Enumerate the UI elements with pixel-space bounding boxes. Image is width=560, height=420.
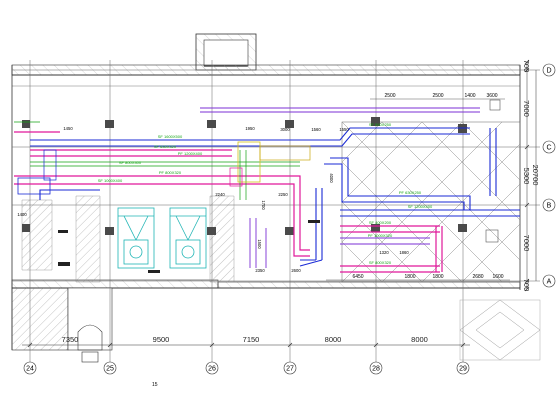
bottom-axis-bubbles: 24 25 26 27 28 29 bbox=[23, 361, 470, 375]
duct-size-label: PF 1000X320 bbox=[368, 233, 393, 238]
duct-size-label: PF 1200X400 bbox=[178, 151, 203, 156]
axis-bubble bbox=[23, 361, 37, 375]
bottom-dimension: 7150 bbox=[243, 335, 260, 344]
axis-bubble-label: C bbox=[546, 145, 551, 152]
plan-dimension: 1500 bbox=[257, 239, 262, 249]
plan-dimension: 1950 bbox=[245, 126, 255, 131]
axis-bubble-label: 27 bbox=[286, 366, 294, 373]
lower-dimension: 6450 bbox=[352, 274, 363, 280]
bottom-dimension: 8000 bbox=[325, 335, 342, 344]
top-dimension: 3600 bbox=[486, 93, 497, 99]
duct-size-label: SF 500X250 bbox=[369, 122, 392, 127]
right-dimension: 5300 bbox=[522, 168, 531, 185]
top-dimension-row: 2500 2500 1400 3600 bbox=[370, 93, 505, 100]
top-shaft bbox=[195, 33, 257, 71]
axis-bubble-label: 24 bbox=[26, 366, 34, 373]
plan-dimension: 2600 bbox=[291, 268, 301, 273]
lower-dimension: 1800 bbox=[404, 274, 415, 280]
axis-bubble bbox=[542, 63, 556, 77]
lower-dimension: 1800 bbox=[432, 274, 443, 280]
lower-right-symbol bbox=[459, 299, 541, 361]
right-axis-bubbles: D C B A bbox=[542, 63, 556, 288]
plan-dimension: 2240 bbox=[215, 192, 225, 197]
duct-size-label: SF 630X320 bbox=[154, 144, 177, 149]
axis-bubble-label: 25 bbox=[106, 366, 114, 373]
air-handling-units bbox=[117, 207, 207, 269]
right-dimension: 700 bbox=[522, 279, 531, 292]
bottom-dimension: 7350 bbox=[62, 335, 79, 344]
lower-dimension: 1600 bbox=[492, 274, 503, 280]
plan-dimension: 2250 bbox=[278, 192, 288, 197]
right-dimension: 700 bbox=[522, 60, 531, 73]
supply-ducts bbox=[30, 127, 520, 267]
green-pipes bbox=[14, 121, 300, 200]
plan-dimension: 1550 bbox=[339, 127, 349, 132]
axis-bubble-label: B bbox=[547, 203, 552, 210]
axis-bubble-label: 29 bbox=[459, 366, 467, 373]
bottom-dimension-row: 7350 9500 7150 8000 8000 bbox=[22, 335, 470, 348]
plan-dimension: 3000 bbox=[280, 127, 290, 132]
lower-dimension: 2680 bbox=[472, 274, 483, 280]
axis-bubble bbox=[103, 361, 117, 375]
duct-size-label: SF 1200X400 bbox=[408, 204, 433, 209]
bottom-dimension: 8000 bbox=[411, 335, 428, 344]
plan-dimension: 2350 bbox=[255, 268, 265, 273]
plan-dimension: 1700 bbox=[261, 200, 266, 210]
top-dimension: 2500 bbox=[432, 93, 443, 99]
plan-dimension: 4000 bbox=[329, 173, 334, 183]
plan-dimension: 1560 bbox=[311, 127, 321, 132]
hatched-areas bbox=[21, 195, 235, 283]
axis-grid-horizontal bbox=[12, 69, 540, 282]
bottom-dimension: 9500 bbox=[153, 335, 170, 344]
plan-dimension: 1450 bbox=[63, 126, 73, 131]
top-dimension: 1400 bbox=[464, 93, 475, 99]
axis-bubble bbox=[283, 361, 297, 375]
room-tags bbox=[58, 220, 320, 273]
axis-bubble-label: D bbox=[546, 68, 551, 75]
axis-bubble bbox=[369, 361, 383, 375]
axis-grid-vertical bbox=[29, 60, 464, 365]
lower-fixture bbox=[77, 324, 103, 363]
plan-dimension: 1860 bbox=[399, 250, 409, 255]
duct-size-label: PF 630X250 bbox=[399, 190, 422, 195]
axis-bubble-label: A bbox=[547, 279, 552, 286]
axis-bubble-label: 28 bbox=[372, 366, 380, 373]
duct-size-label: SF 800X400 bbox=[119, 160, 142, 165]
duct-size-label: SF 1000X400 bbox=[98, 178, 123, 183]
plan-dimension-labels: 1950 3000 1560 1550 2250 2240 1450 2350 2600 4000… bbox=[17, 126, 409, 273]
axis-bubble bbox=[542, 198, 556, 212]
return-ducts bbox=[200, 107, 480, 268]
duct-size-label: SF 800X320 bbox=[369, 260, 392, 265]
duct-size-label: PF 800X320 bbox=[159, 170, 182, 175]
axis-bubble-label: 26 bbox=[208, 366, 216, 373]
axis-bubble bbox=[542, 140, 556, 154]
right-dimension: 7000 bbox=[522, 235, 531, 252]
plan-dimension: 1400 bbox=[17, 212, 27, 217]
right-dimension: 7000 bbox=[522, 100, 531, 117]
axis-bubble bbox=[205, 361, 219, 375]
right-total-dimension: 20700 bbox=[531, 165, 540, 186]
right-dimension-column: 700 7000 5300 7000 700 20700 bbox=[522, 60, 540, 292]
bottom-note: 15 bbox=[152, 382, 158, 388]
lower-dimension-row: 6450 1800 1800 2680 1600 bbox=[326, 274, 510, 281]
plan-dimension: 1320 bbox=[379, 250, 389, 255]
top-dimension: 2500 bbox=[384, 93, 395, 99]
duct-size-label: SF 1600X500 bbox=[158, 134, 183, 139]
equipment-blocks bbox=[17, 99, 501, 243]
axis-bubble bbox=[542, 274, 556, 288]
duct-size-label: SF 400X200 bbox=[369, 220, 392, 225]
exhaust-ducts bbox=[14, 131, 443, 273]
axis-bubble bbox=[456, 361, 470, 375]
